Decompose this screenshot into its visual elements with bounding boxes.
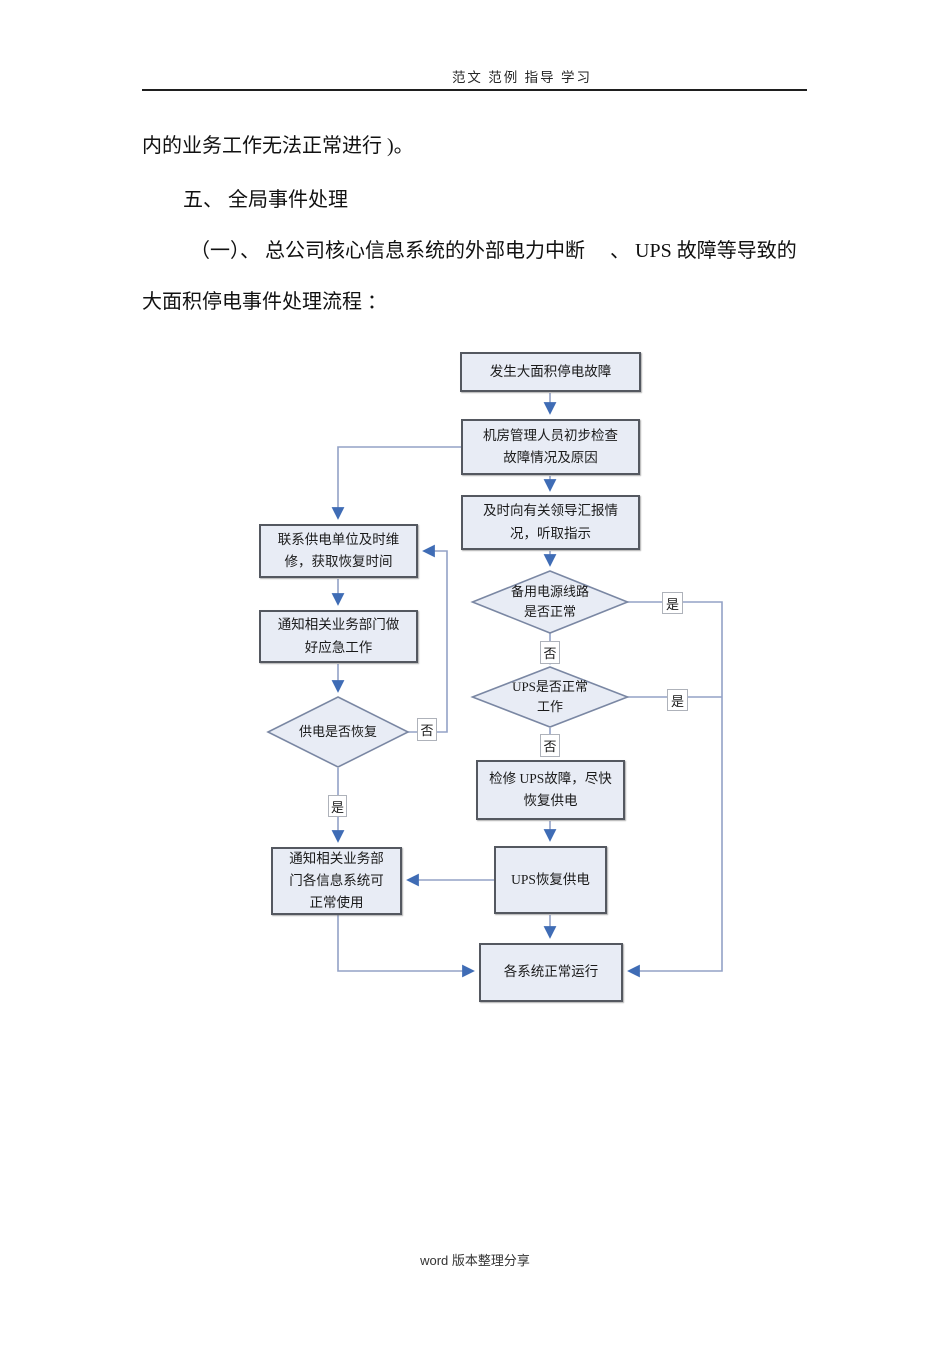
paragraph-2: （一）、 总公司核心信息系统的外部电力中断 、 UPS 故障等导致的: [190, 240, 797, 262]
paragraph-3: 大面积停电事件处理流程 ：: [142, 291, 387, 313]
branch-label-yes-power: 是: [328, 795, 347, 817]
flow-box-start: 发生大面积停电故障: [460, 352, 641, 392]
decision-ups-shape: [470, 666, 630, 728]
flow-box-notify-emergency: 通知相关业务部门做 好应急工作: [259, 610, 418, 663]
branch-label-no-backup: 否: [540, 641, 560, 664]
decision-backup-power-label: 备用电源线路 是否正常: [510, 583, 589, 619]
flow-box-contact-power: 联系供电单位及时维 修，获取恢复时间: [259, 524, 418, 578]
connector-check-to-contact-power: [331, 446, 461, 520]
decision-power-restored-shape: [266, 696, 410, 768]
branch-label-yes-backup: 是: [662, 592, 683, 614]
connector-backup-yes-to-normal: [627, 601, 723, 978]
page-footer-text: word 版本整理分享: [420, 1253, 530, 1268]
branch-label-no-ups: 否: [540, 734, 560, 757]
flow-box-repair-ups: 检修 UPS故障，尽快 恢复供电: [476, 760, 625, 820]
decision-power-restored-label: 供电是否恢复: [298, 723, 377, 739]
branch-label-no-power: 否: [417, 718, 437, 741]
flow-box-systems-normal: 各系统正常运行: [479, 943, 623, 1002]
page-header-text: 范文 范例 指导 学习: [451, 70, 593, 85]
flow-box-report-leaders: 及时向有关领导汇报情 况，听取指示: [461, 495, 640, 550]
flow-box-notify-usable: 通知相关业务部 门各信息系统可 正常使用: [271, 847, 402, 915]
connector-notify-usable-to-normal: [337, 915, 475, 978]
paragraph-1: 内的业务工作无法正常进行 )。: [142, 135, 414, 157]
header-rule: [142, 89, 807, 91]
flow-box-initial-check: 机房管理人员初步检查 故障情况及原因: [461, 419, 640, 475]
decision-ups-label: UPS是否正常 工作: [512, 678, 588, 714]
branch-label-yes-ups: 是: [667, 689, 688, 711]
section-heading-5: 五、 全局事件处理: [183, 189, 348, 211]
decision-backup-power-shape: [470, 570, 630, 634]
flow-box-ups-restored: UPS恢复供电: [494, 846, 607, 914]
